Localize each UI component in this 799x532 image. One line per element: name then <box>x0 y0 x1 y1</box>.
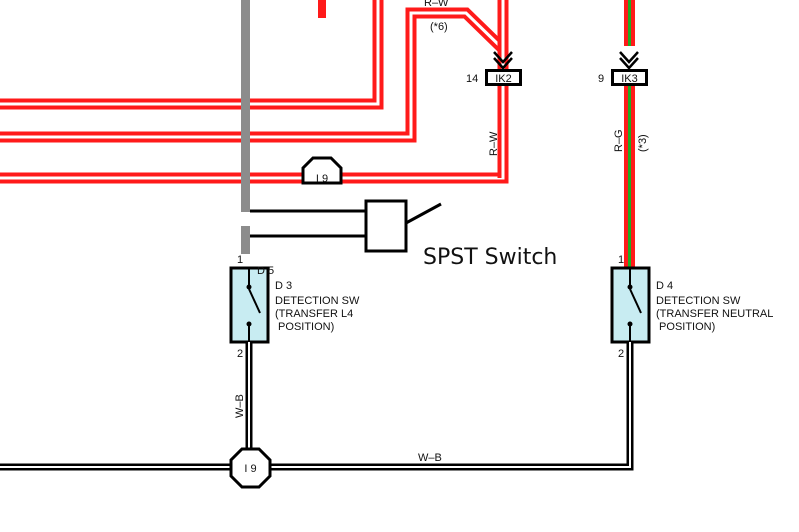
ik2-arrow <box>493 51 513 70</box>
red-wire-1-core <box>0 0 380 106</box>
rg-wire-green-upper <box>628 0 631 46</box>
rw-vertical-label: R–W <box>488 131 500 156</box>
d3-line1: DETECTION SW <box>275 295 360 307</box>
red-wire-group <box>0 0 509 184</box>
d3-line2: (TRANSFER L4 <box>275 308 353 320</box>
d4-pin-top: 1 <box>618 254 624 266</box>
rw-top-note: (*6) <box>430 21 448 33</box>
d3-alt-code: D 5 <box>257 265 274 277</box>
d4-pin-bottom: 2 <box>618 348 624 360</box>
red-wire-2 <box>0 7 508 143</box>
i9-bottom-connector: I 9 <box>229 447 272 489</box>
d3-switch: 1 2 D 5 D 3 DETECTION SW (TRANSFER L4 PO… <box>229 254 360 360</box>
spst-switch <box>250 199 442 253</box>
gray-wire-group <box>241 0 250 254</box>
wb-vertical-label: W–B <box>234 394 246 418</box>
ik2-pin: 14 <box>466 73 478 85</box>
wb-wire-group <box>0 342 634 471</box>
ik2-label: IK2 <box>495 73 512 85</box>
red-wire-2-core <box>0 11 506 139</box>
d4-line3: POSITION) <box>656 321 715 333</box>
rg-vertical-label: R–G <box>613 129 625 152</box>
rg-wire-green <box>628 86 631 268</box>
i9-bottom-label: I 9 <box>244 463 256 475</box>
rg-wire-group <box>624 0 635 268</box>
ik3-arrow <box>619 51 639 70</box>
i9-top-label: I 9 <box>316 173 328 185</box>
rg-note: (*3) <box>637 134 649 152</box>
d3-line3: POSITION) <box>275 321 334 333</box>
wb-wire-right-vertical <box>268 342 634 471</box>
i9-top-connector: I 9 <box>301 156 343 185</box>
gray-wire-upper <box>241 0 250 212</box>
d3-pin-top: 1 <box>237 254 243 266</box>
rw-top-label: R–W <box>424 0 449 9</box>
gray-wire-lower <box>241 226 250 254</box>
d3-code: D 3 <box>275 280 292 292</box>
ik3-pin: 9 <box>598 73 604 85</box>
red-wire-3 <box>0 0 509 184</box>
red-wire-3-core <box>0 0 505 180</box>
d4-line2: (TRANSFER NEUTRAL <box>656 308 773 320</box>
spst-switch-label: SPST Switch <box>423 245 557 270</box>
ik3-label: IK3 <box>621 73 638 85</box>
d4-code: D 4 <box>656 280 673 292</box>
d4-line1: DETECTION SW <box>656 295 741 307</box>
wb-bottom-label: W–B <box>418 452 442 464</box>
d4-switch: 1 2 D 4 DETECTION SW (TRANSFER NEUTRAL P… <box>610 254 773 360</box>
d3-pin-bottom: 2 <box>237 348 243 360</box>
